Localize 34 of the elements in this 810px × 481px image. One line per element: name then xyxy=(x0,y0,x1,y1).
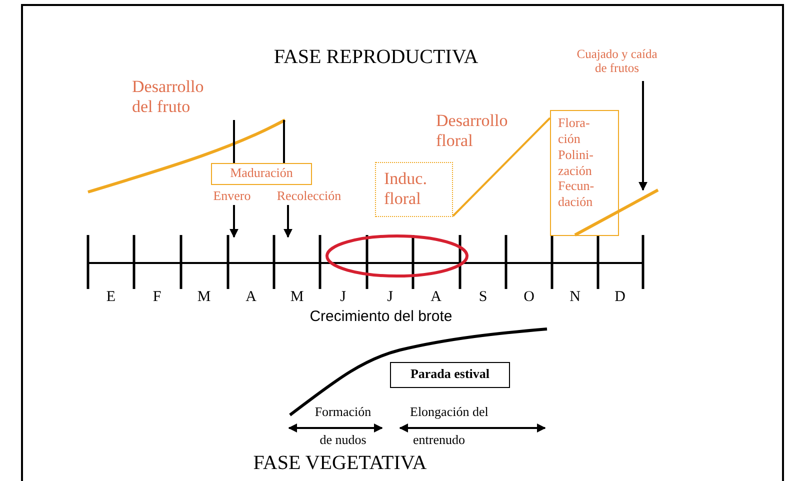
connector-line xyxy=(283,120,285,163)
month-label: E xyxy=(105,289,117,306)
month-label: M xyxy=(196,289,212,306)
month-label: S xyxy=(478,289,488,306)
process-label: Desarrollo floral xyxy=(436,111,509,150)
curve-label: Crecimiento del brote xyxy=(308,308,454,326)
month-label: J xyxy=(386,289,394,306)
event-label: Cuajado y caída de frutos xyxy=(570,47,664,81)
month-label: M xyxy=(289,289,305,306)
stage-box: Induc. floral xyxy=(375,162,453,217)
period-label: entrenudo xyxy=(413,433,466,448)
period-label: Formación xyxy=(314,405,372,420)
month-label: N xyxy=(568,289,582,306)
stage-box: Flora- ción Polini- zación Fecun- dación xyxy=(550,110,619,236)
month-label: A xyxy=(430,289,442,306)
process-label: Desarrollo del fruto xyxy=(132,77,205,116)
stage-box: Parada estival xyxy=(390,362,510,388)
period-label: de nudos xyxy=(318,433,368,448)
arrow xyxy=(284,205,292,238)
month-label: F xyxy=(152,289,162,306)
month-label: O xyxy=(522,289,536,306)
month-label: J xyxy=(339,289,347,306)
connector-line xyxy=(452,117,551,217)
event-label: Envero xyxy=(203,189,261,205)
phase-title: FASE REPRODUCTIVA xyxy=(272,46,480,69)
arrow xyxy=(638,81,648,191)
arrow xyxy=(230,205,238,238)
period-label: Elongación del xyxy=(410,405,490,420)
event-label: Recolección xyxy=(264,189,354,205)
stage-box: Maduración xyxy=(211,163,312,185)
month-label: D xyxy=(614,289,626,306)
connector-line xyxy=(233,120,235,163)
month-label: A xyxy=(244,289,258,306)
phase-title: FASE VEGETATIVA xyxy=(252,452,428,475)
